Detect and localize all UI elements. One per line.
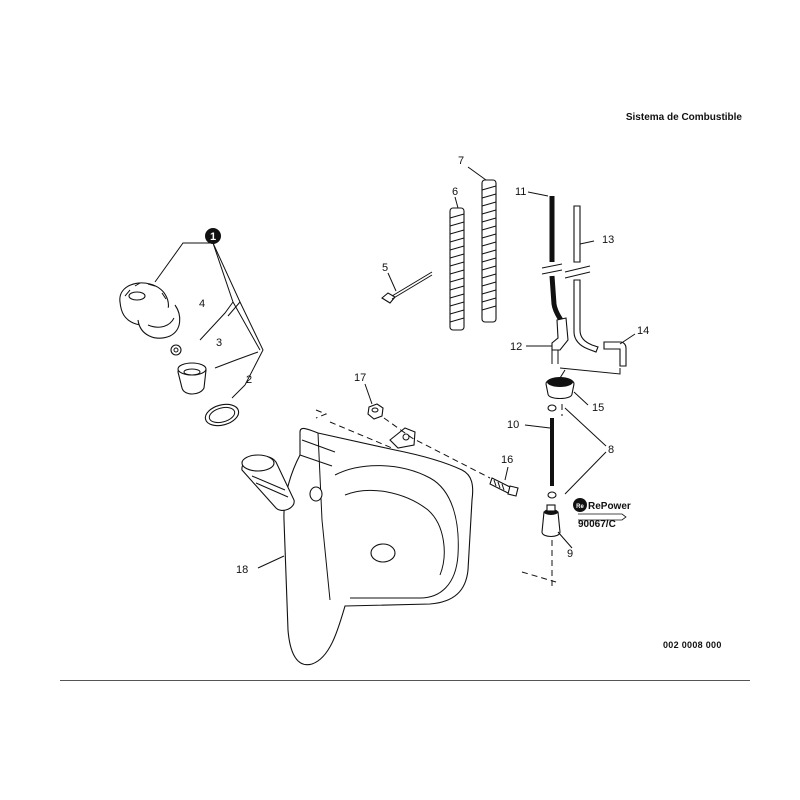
repower-badge: Re RePower 90067/C xyxy=(573,498,631,530)
drawing-number: 002 0008 000 xyxy=(663,640,722,650)
screw-part-16[interactable] xyxy=(489,477,519,497)
callout-7-label: 7 xyxy=(458,155,464,167)
callout-9-label: 9 xyxy=(567,548,573,560)
callout-13-label: 13 xyxy=(602,234,614,246)
callout-12-label: 12 xyxy=(510,341,522,353)
callout-8-label: 8 xyxy=(608,444,614,456)
callout-14-label: 14 xyxy=(637,325,649,337)
callout-3-label: 3 xyxy=(216,337,222,349)
spiral-guard-part-6[interactable] xyxy=(449,207,465,331)
callout-6-label: 6 xyxy=(452,186,458,198)
elbow-fitting-part-12[interactable] xyxy=(551,317,569,364)
callout-15-label: 15 xyxy=(592,402,604,414)
callout-11-label: 11 xyxy=(515,186,526,198)
svg-text:Re: Re xyxy=(576,504,584,510)
spiral-guard-part-7[interactable] xyxy=(481,179,497,323)
fuel-hose-part-11[interactable] xyxy=(541,196,565,324)
callout-10-label: 10 xyxy=(507,419,519,431)
brand-code-label: 90067/C xyxy=(578,519,616,530)
nut-part-17[interactable] xyxy=(367,403,384,420)
callout-18-label: 18 xyxy=(236,564,248,576)
filter-cup-part-3[interactable] xyxy=(177,362,207,395)
elbow-fitting-part-14[interactable] xyxy=(603,341,627,367)
seal-ring-part-2[interactable] xyxy=(203,401,241,429)
o-ring-part-8-upper[interactable] xyxy=(547,404,557,412)
callout-17-label: 17 xyxy=(354,372,366,384)
grommet-part-15[interactable] xyxy=(545,377,575,400)
clip-part-4[interactable] xyxy=(170,344,182,356)
fuel-cap-part-4[interactable] xyxy=(119,282,181,339)
page-title: Sistema de Combustible xyxy=(625,112,742,123)
fuel-filter-part-9[interactable] xyxy=(541,504,561,538)
vent-hose-part-13[interactable] xyxy=(564,205,599,353)
callout-16-label: 16 xyxy=(501,454,513,466)
callout-4-label: 4 xyxy=(199,298,205,310)
brand-name-label: RePower xyxy=(588,501,631,512)
callout-2-label: 2 xyxy=(246,374,252,386)
fuel-tank-part-18[interactable] xyxy=(241,427,474,666)
repower-logo-icon xyxy=(573,498,587,512)
footer-divider xyxy=(60,680,750,681)
callout-5-label: 5 xyxy=(382,262,388,274)
o-ring-part-8-lower[interactable] xyxy=(547,491,557,499)
cable-tie-part-5[interactable] xyxy=(381,271,433,304)
callout-1-label: 1 xyxy=(210,231,216,243)
